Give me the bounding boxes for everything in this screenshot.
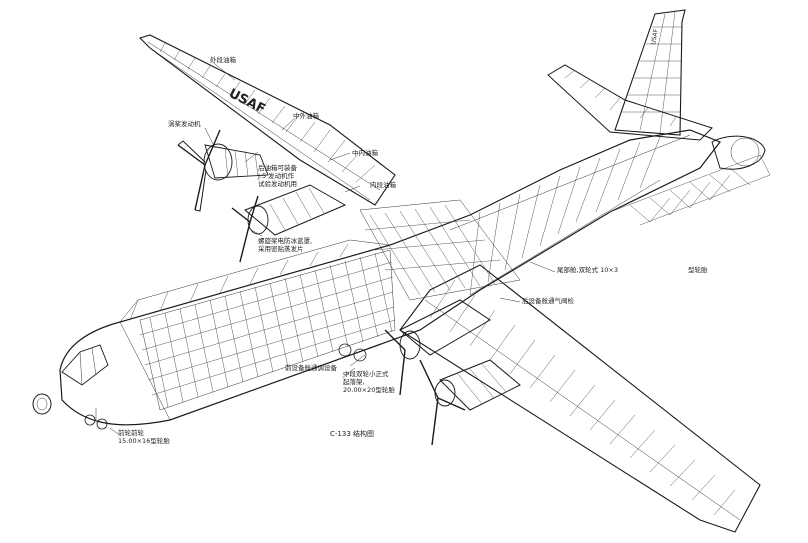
label-front-inspect: 前设备舱通调设备	[285, 364, 337, 372]
label-outer-tank: 外段油箱	[210, 56, 236, 64]
diagram-caption: C-133 结构图	[330, 430, 374, 438]
fuselage	[32, 129, 771, 426]
label-inner-tank: 内段油箱	[370, 181, 396, 189]
label-nose-gear-2: 15.00×16型轮胎	[118, 437, 170, 445]
label-turboprop: 涡桨发动机	[168, 120, 201, 128]
label-tail-note-1: 尾部舱,双轮式 10×3	[557, 266, 618, 274]
label-nose-gear-1: 前轮前轮	[118, 429, 144, 437]
left-outer-engine	[177, 129, 269, 212]
leader-lines	[109, 59, 556, 435]
label-main-gear-2: 起落架,	[343, 378, 365, 386]
right-inner-engine	[384, 299, 491, 396]
label-main-gear-3: 20.00×20型轮胎	[343, 386, 395, 394]
label-mid-inner-tank: 中内油箱	[352, 149, 378, 157]
label-engine-note-2: J.5 发动机作	[258, 172, 295, 180]
right-outer-engine	[419, 359, 521, 446]
label-rear-inspect: 后设备舱通气阀检	[522, 297, 574, 305]
label-main-gear-1: 中段双轮小正式	[343, 370, 389, 378]
label-deice-note-2: 采用密贴蒸发片	[258, 245, 304, 253]
label-tail-note-2: 型轮胎	[688, 266, 708, 274]
left-inner-engine	[231, 184, 347, 263]
centre-wing-structure	[84, 199, 521, 430]
svg-text:USAF: USAF	[650, 28, 660, 45]
label-mid-outer-tank: 中外油箱	[293, 112, 319, 120]
tail-section: USAF	[547, 9, 766, 170]
label-engine-note-1: 后油箱可装备	[258, 164, 297, 172]
label-engine-note-3: 试验发动机用	[258, 180, 297, 188]
label-deice-note-1: 螺旋桨电防冰蓝罩,	[258, 237, 313, 245]
